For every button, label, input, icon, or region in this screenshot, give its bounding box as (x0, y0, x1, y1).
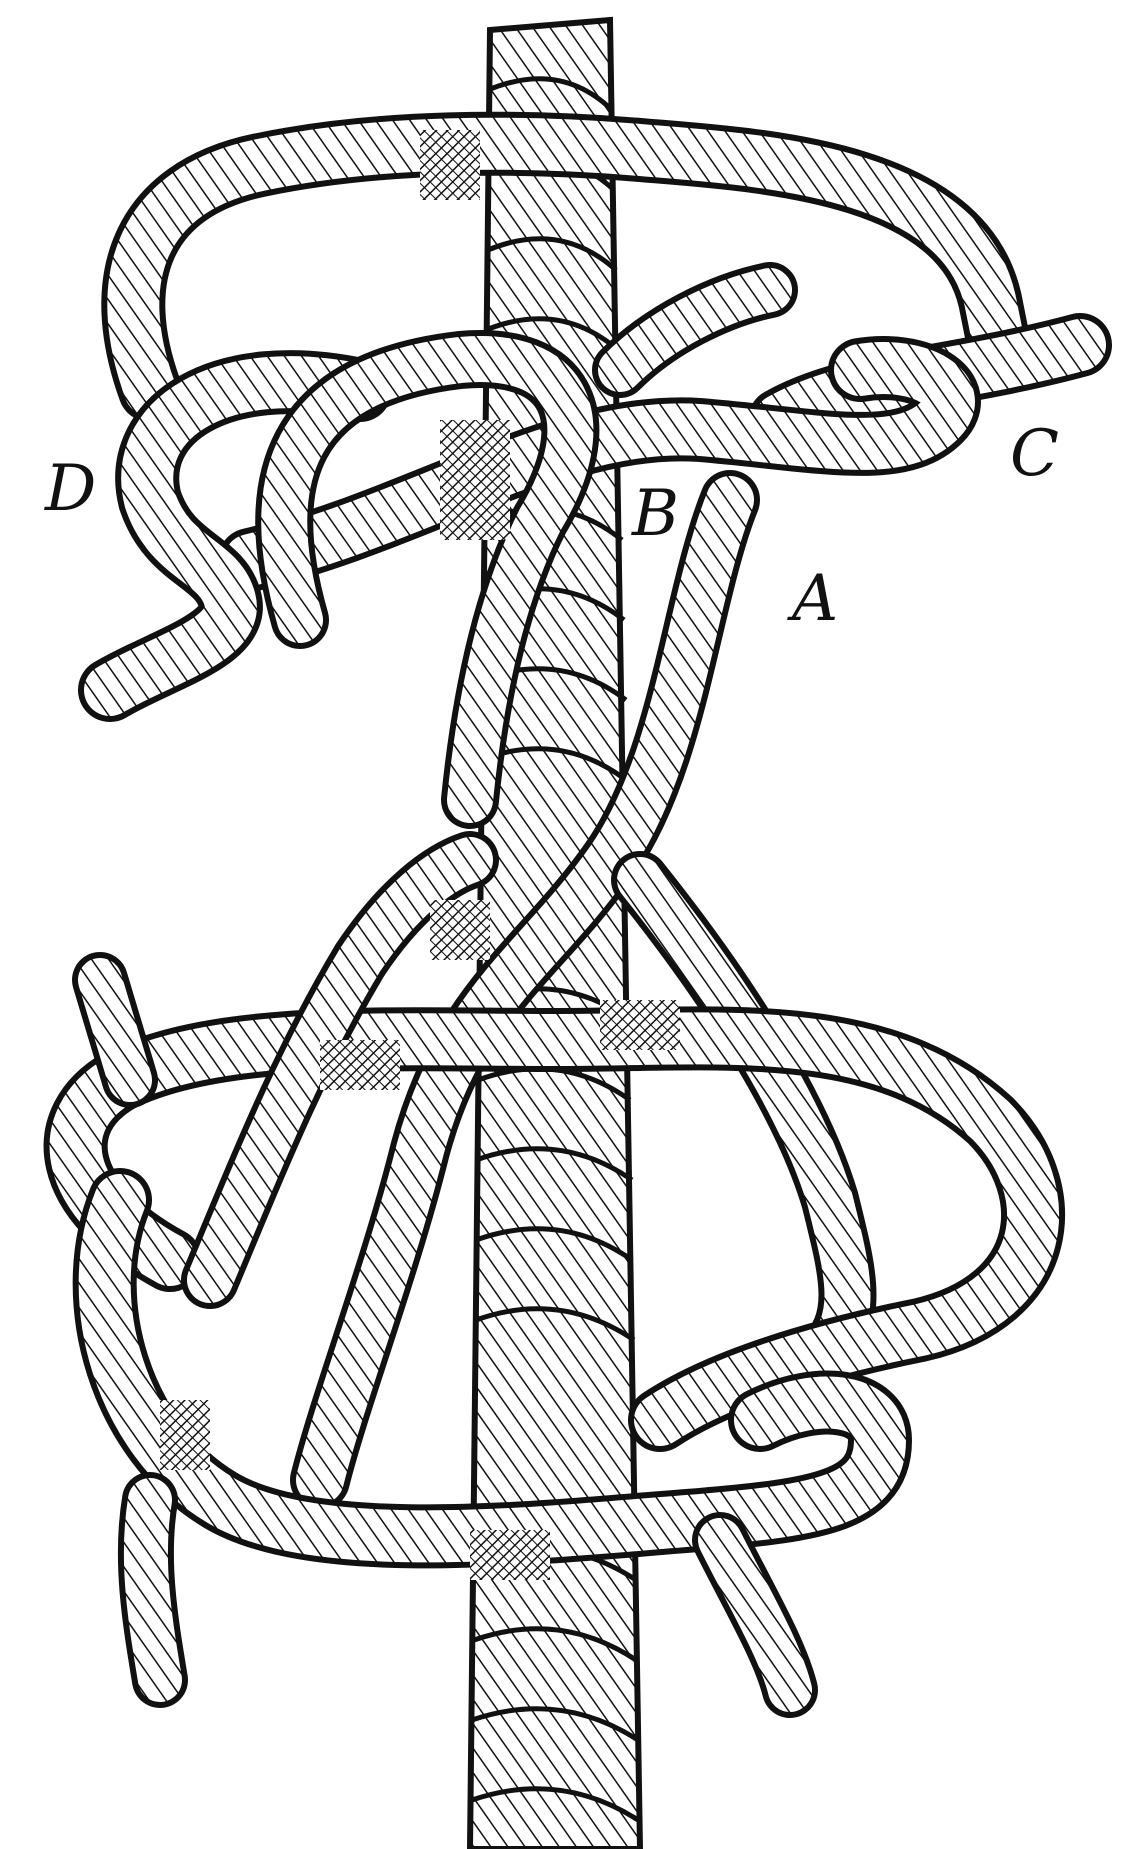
label-c: C (1010, 417, 1059, 491)
strand-top-end (620, 290, 770, 370)
strand-right-descend (640, 880, 848, 1360)
strand-left-end (100, 980, 130, 1080)
label-a: A (787, 562, 838, 636)
label-b: B (631, 477, 679, 551)
strand-bottom-right-end (720, 1540, 790, 1690)
label-d: D (44, 452, 96, 526)
strand-bottom-left-end (146, 1500, 160, 1680)
